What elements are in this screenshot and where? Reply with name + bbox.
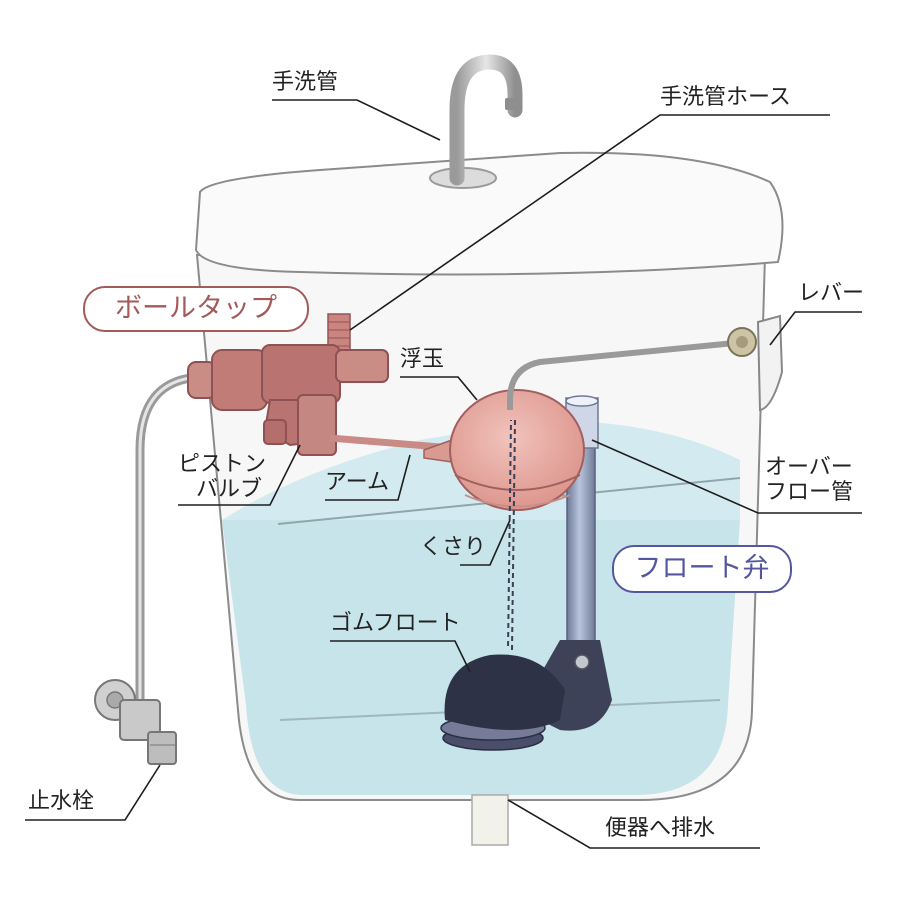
piston-valve-line-1: ピストン (178, 452, 267, 477)
chain-label: くさり (420, 535, 487, 560)
lever-rod (507, 339, 746, 410)
lever-label: レバー (798, 281, 865, 306)
stop-valve-label: 止水栓 (28, 789, 95, 814)
float-ball-label: 浮玉 (400, 347, 445, 372)
arm (329, 434, 441, 451)
tank-lid (194, 151, 784, 276)
drain-pipe (471, 794, 509, 846)
overflow-pipe-label: オーバー フロー管 (765, 455, 853, 506)
faucet (449, 54, 523, 186)
faucet-label: 手洗管 (272, 70, 339, 95)
drain-label: 便器へ排水 (605, 816, 716, 841)
arm-label: アーム (325, 470, 390, 495)
ball-tap (187, 344, 389, 456)
chain (507, 419, 516, 651)
overflow-line-2: フロー管 (765, 480, 854, 506)
stop-valve (94, 679, 177, 765)
overflow-line-1: オーバー (765, 455, 853, 480)
leader-lines (25, 99, 862, 849)
flush-valve-label: フロート弁 (612, 545, 792, 593)
supply-pipe (135, 372, 205, 705)
faucet-hose-label: 手洗管ホース (660, 85, 791, 110)
lever (727, 314, 784, 412)
piston-valve-line-2: バルブ (196, 477, 263, 503)
piston-valve-label: ピストン バルブ (178, 452, 266, 503)
rubber-float (440, 654, 565, 751)
rubber-float-label: ゴムフロート (330, 611, 461, 636)
float-ball (423, 389, 585, 511)
ball-tap-label: ボールタップ (83, 286, 309, 332)
